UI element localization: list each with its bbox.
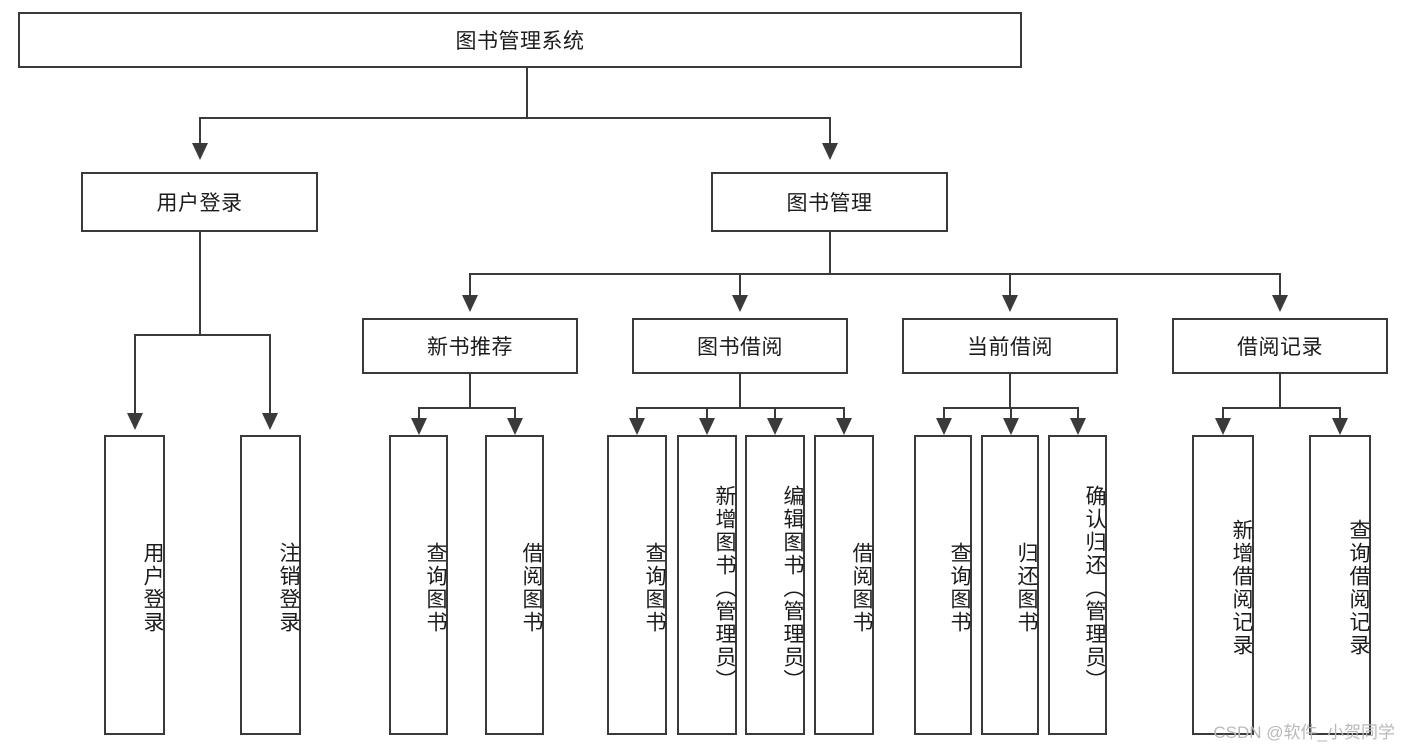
leaf-confirm-return-admin[interactable]: 确认归还（管理员） <box>1048 435 1107 735</box>
leaf-user-login[interactable]: 用户登录 <box>104 435 165 735</box>
node-label: 新增借阅记录 <box>1230 519 1253 657</box>
connector-user-login-drop-1 <box>134 334 136 415</box>
leaf-return-book[interactable]: 归还图书 <box>981 435 1039 735</box>
arrowhead-book-manage <box>822 143 838 160</box>
node-label: 编辑图书（管理员） <box>781 484 804 692</box>
arrowhead-leaf-add-book <box>699 418 715 435</box>
leaf-query-borrow-record[interactable]: 查询借阅记录 <box>1309 435 1371 735</box>
connector-borrow-record-bus <box>1222 407 1340 409</box>
arrowhead-leaf-edit-book <box>767 418 783 435</box>
leaf-query-book-borrow[interactable]: 查询图书 <box>607 435 667 735</box>
arrowhead-leaf-query-book-1 <box>411 418 427 435</box>
node-label: 用户登录 <box>141 542 164 634</box>
arrowhead-leaf-confirm-return <box>1070 418 1086 435</box>
node-label: 查询借阅记录 <box>1347 519 1370 657</box>
connector-to-new-book <box>469 273 471 297</box>
leaf-edit-book-admin[interactable]: 编辑图书（管理员） <box>745 435 805 735</box>
connector-user-login-bus <box>134 334 271 336</box>
leaf-add-borrow-record[interactable]: 新增借阅记录 <box>1192 435 1254 735</box>
node-label: 借阅图书 <box>520 542 543 634</box>
node-current-borrow[interactable]: 当前借阅 <box>902 318 1118 374</box>
connector-root-stem <box>526 68 528 118</box>
connector-new-book-drop-2 <box>514 407 516 420</box>
connector-borrow-record-drop-1 <box>1222 407 1224 420</box>
arrowhead-leaf-return-book <box>1003 418 1019 435</box>
connector-borrow-record-stem <box>1279 374 1281 408</box>
node-label: 图书管理 <box>786 192 873 215</box>
connector-book-borrow-stem <box>739 374 741 408</box>
arrowhead-book-borrow <box>732 295 748 312</box>
csdn-watermark: CSDN @软件_小贺同学 <box>1213 723 1395 742</box>
node-label: 当前借阅 <box>967 336 1053 359</box>
leaf-borrow-book[interactable]: 借阅图书 <box>814 435 874 735</box>
connector-level3-bus <box>469 273 1281 275</box>
node-borrow-record[interactable]: 借阅记录 <box>1172 318 1388 374</box>
arrowhead-leaf-logout <box>262 413 278 430</box>
connector-new-book-bus <box>418 407 515 409</box>
connector-user-login-drop-2 <box>269 334 271 415</box>
connector-to-book-borrow <box>739 273 741 297</box>
connector-level2-bus <box>199 117 830 119</box>
node-label: 查询图书 <box>424 542 447 634</box>
arrowhead-leaf-user-login <box>127 413 143 430</box>
arrowhead-leaf-query-book-3 <box>936 418 952 435</box>
connector-new-book-stem <box>469 374 471 408</box>
arrowhead-borrow-record <box>1272 295 1288 312</box>
node-root-system[interactable]: 图书管理系统 <box>18 12 1022 68</box>
node-book-management[interactable]: 图书管理 <box>711 172 948 232</box>
node-book-borrow[interactable]: 图书借阅 <box>632 318 848 374</box>
arrowhead-leaf-borrow-book-1 <box>507 418 523 435</box>
connector-current-borrow-stem <box>1009 374 1011 408</box>
node-label: 注销登录 <box>277 542 300 634</box>
connector-current-borrow-drop-2 <box>1010 407 1012 420</box>
node-label: 新书推荐 <box>427 336 513 359</box>
node-new-book-recommend[interactable]: 新书推荐 <box>362 318 578 374</box>
arrowhead-user-login <box>192 143 208 160</box>
connector-book-borrow-drop-4 <box>843 407 845 420</box>
leaf-logout[interactable]: 注销登录 <box>240 435 301 735</box>
connector-book-borrow-drop-2 <box>706 407 708 420</box>
connector-book-manage-stem <box>829 232 831 274</box>
connector-to-borrow-record <box>1279 273 1281 297</box>
connector-current-borrow-drop-3 <box>1077 407 1079 420</box>
connector-user-login-stem <box>199 232 201 335</box>
leaf-query-book-recommend[interactable]: 查询图书 <box>389 435 448 735</box>
arrowhead-leaf-query-record <box>1332 418 1348 435</box>
node-user-login[interactable]: 用户登录 <box>81 172 318 232</box>
connector-borrow-record-drop-2 <box>1339 407 1341 420</box>
arrowhead-new-book-recommend <box>462 295 478 312</box>
connector-book-borrow-drop-1 <box>636 407 638 420</box>
connector-to-book-manage <box>829 117 831 145</box>
node-label: 图书管理系统 <box>455 30 585 53</box>
leaf-borrow-book-recommend[interactable]: 借阅图书 <box>485 435 544 735</box>
connector-current-borrow-drop-1 <box>943 407 945 420</box>
leaf-query-book-current[interactable]: 查询图书 <box>914 435 972 735</box>
node-label: 查询图书 <box>643 542 666 634</box>
node-label: 新增图书（管理员） <box>713 484 736 692</box>
arrowhead-current-borrow <box>1002 295 1018 312</box>
connector-new-book-drop-1 <box>418 407 420 420</box>
node-label: 用户登录 <box>156 192 243 215</box>
connector-book-borrow-bus <box>636 407 844 409</box>
connector-to-current-borrow <box>1009 273 1011 297</box>
leaf-add-book-admin[interactable]: 新增图书（管理员） <box>677 435 737 735</box>
node-label: 图书借阅 <box>697 336 783 359</box>
connector-book-borrow-drop-3 <box>774 407 776 420</box>
connector-to-user-login <box>199 117 201 145</box>
node-label: 确认归还（管理员） <box>1083 484 1106 692</box>
arrowhead-leaf-borrow-book-2 <box>836 418 852 435</box>
node-label: 查询图书 <box>948 542 971 634</box>
node-label: 借阅记录 <box>1237 336 1323 359</box>
arrowhead-leaf-add-record <box>1215 418 1231 435</box>
node-label: 归还图书 <box>1015 542 1038 634</box>
arrowhead-leaf-query-book-2 <box>629 418 645 435</box>
node-label: 借阅图书 <box>850 542 873 634</box>
